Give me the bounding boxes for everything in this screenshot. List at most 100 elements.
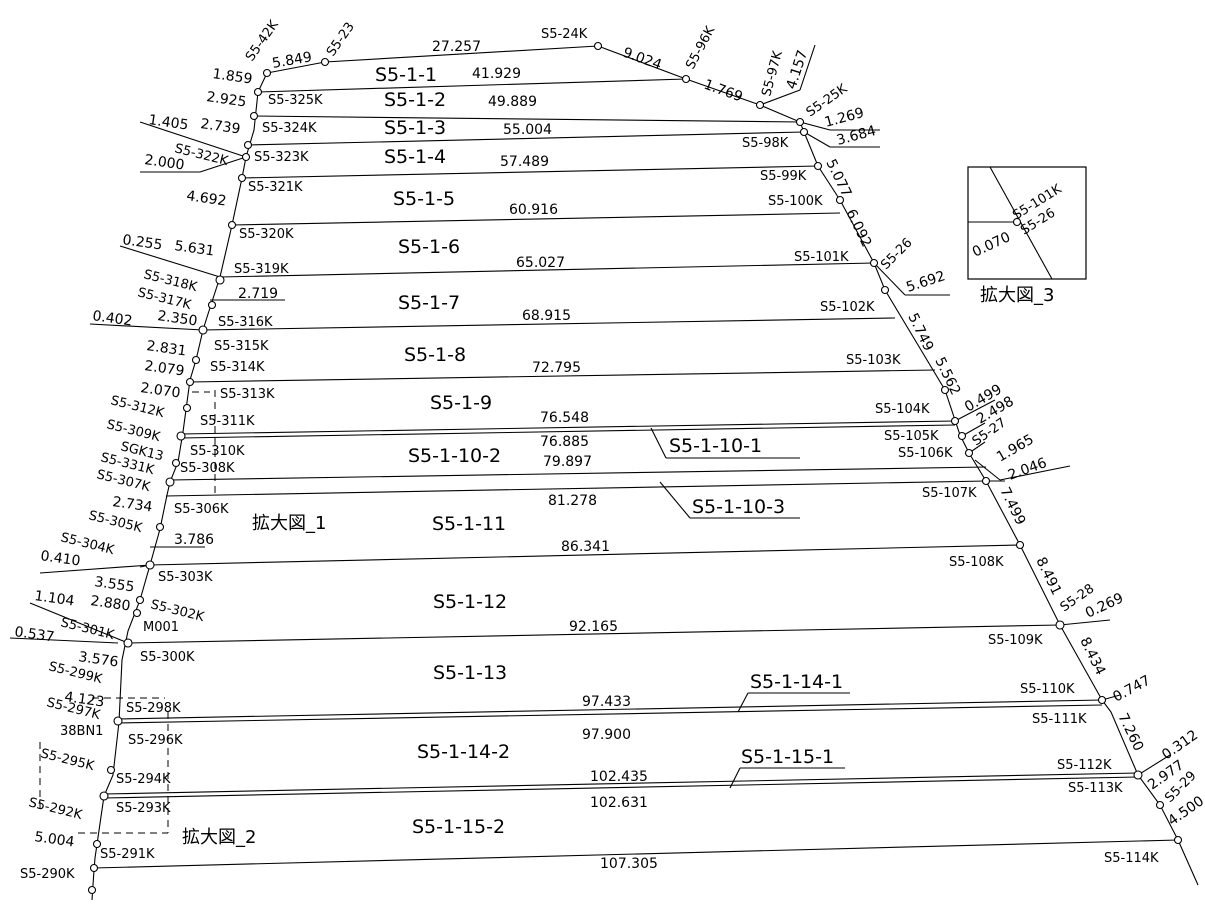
parcel-values: 27.257 41.929 49.889 55.004 57.489 60.91… [432,39,658,872]
parcel-label: S5-1-10-2 [408,445,501,467]
point-label: S5-104K [875,402,930,417]
point-label: S5-101K [794,250,849,265]
distance-label: 2.000 [143,152,185,173]
parcel-lines [93,45,1179,869]
distance-label: 4.692 [185,188,227,209]
point-label: S5-306K [174,502,229,517]
distance-label: 7.499 [996,485,1028,528]
point-label: S5-291K [100,847,155,862]
point-label: S5-105K [884,429,939,444]
parcel-labels: S5-1-1 S5-1-2 S5-1-3 S5-1-4 S5-1-5 S5-1-… [375,64,843,838]
point-label: S5-320K [239,227,294,242]
parcel-label: S5-1-2 [384,89,446,111]
distance-label: 2.831 [145,338,187,359]
point-label: S5-303K [158,570,213,585]
distance-label: 8.434 [1076,635,1108,678]
parcel-label: S5-1-3 [384,117,446,139]
parcel-label: S5-1-6 [398,236,460,258]
left-distance-labels: 5.849 1.859 2.925 1.405 2.739 2.000 4.69… [13,49,313,850]
distance-label: 8.491 [1032,555,1064,598]
parcel-label: S5-1-10-3 [692,496,785,518]
parcel-label: S5-1-9 [430,392,492,414]
edge-length: 60.916 [509,202,558,218]
point-label: S5-294K [116,772,171,787]
point-label: S5-310K [190,444,245,459]
edge-length: 97.900 [582,727,631,743]
distance-label: 6.092 [842,207,874,250]
edge-length: 76.885 [540,434,589,450]
point-label: S5-316K [218,315,273,330]
point-label: S5-100K [768,194,823,209]
point-label: S5-98K [742,136,789,151]
edge-length: 27.257 [432,39,481,55]
point-label: S5-26 [878,236,915,273]
left-boundary [91,72,268,901]
edge-length: 86.341 [561,539,610,555]
parcel-label: S5-1-14-2 [417,741,510,763]
right-boundary [597,45,1199,886]
leader-lines [9,44,1171,789]
point-label: S5-313K [220,387,275,402]
distance-label: 0.402 [91,308,133,329]
enlarged-view-2-caption: 拡大図_2 [182,827,256,848]
point-label: S5-293K [116,801,171,816]
edge-length: 72.795 [532,360,581,376]
point-label: S5-321K [248,180,303,195]
point-label: S5-106K [898,446,953,461]
distance-label: 1.405 [147,112,189,133]
edge-length: 97.433 [582,694,631,710]
point-label: S5-308K [180,461,235,476]
distance-label: 5.631 [173,238,215,259]
parcel-label: S5-1-14-1 [750,671,843,693]
point-label: S5-298K [126,701,181,716]
edge-length: 65.027 [516,255,565,271]
distance-label: 1.859 [211,66,253,87]
distance-label: 2.880 [89,593,131,614]
enlarged-view-frames [39,390,216,834]
distance-label: 0.747 [1110,673,1153,706]
edge-length: 41.929 [472,66,521,82]
point-label: S5-112K [1057,758,1112,773]
parcel-label: S5-1-5 [393,188,455,210]
point-label: S5-319K [234,262,289,277]
distance-label: 2.734 [111,494,153,515]
distance-label: 2.079 [143,358,185,379]
parcel-label: S5-1-1 [375,64,437,86]
distance-label: 5.849 [271,49,313,72]
parcel-label: S5-1-11 [432,513,506,535]
edge-length: 102.631 [590,795,648,811]
point-label: 38BN1 [60,724,103,739]
distance-label: 0.410 [39,548,81,569]
distance-label: 2.350 [156,308,198,329]
edge-length: 57.489 [500,154,549,170]
inset-caption: 拡大図_3 [980,285,1054,306]
point-label: S5-113K [1068,781,1123,796]
parcel-label: S5-1-13 [433,662,507,684]
edge-length: 68.915 [522,308,571,324]
point-label: S5-301K [59,615,116,643]
right-point-labels: S5-24K S5-96K S5-97K S5-25K S5-98K S5-99… [541,24,1200,866]
point-label: S5-107K [922,486,977,501]
distance-label: 0.255 [121,232,163,253]
distance-label: 9.024 [621,45,664,74]
left-point-labels: S5-42K S5-23 S5-325K S5-324K S5-322K S5-… [20,17,358,882]
point-label: M001 [143,620,179,635]
point-label: S5-103K [846,353,901,368]
parcel-label: S5-1-7 [398,292,460,314]
parcel-label: S5-1-15-1 [741,746,834,768]
distance-label: 3.576 [77,649,119,670]
distance-label: 5.692 [904,268,947,296]
point-label: S5-311K [200,414,255,429]
point-label: S5-296K [128,733,183,748]
point-label: S5-110K [1020,682,1075,697]
distance-label: 0.312 [1159,727,1201,763]
edge-length: 102.435 [590,769,648,785]
distance-label: 2.925 [205,89,247,110]
point-label: S5-97K [759,49,786,98]
point-label: S5-324K [262,121,317,136]
point-label: S5-108K [949,555,1004,570]
edge-length: 55.004 [503,122,552,138]
edge-length: 79.897 [543,454,592,470]
parcel-label: S5-1-8 [404,344,466,366]
point-label: S5-96K [683,24,718,72]
